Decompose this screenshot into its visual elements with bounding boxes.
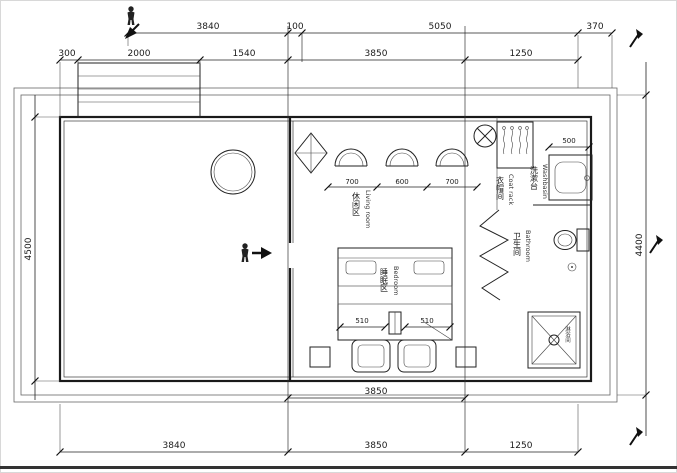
- dim-chair-700b: 700: [445, 178, 458, 186]
- label-coatrack-en: Coat rack: [507, 174, 515, 205]
- coat-rack: [496, 121, 534, 169]
- entry-steps: [77, 62, 201, 118]
- label-bedroom-en: Bedroom: [392, 266, 400, 295]
- chair: [351, 339, 391, 373]
- label-coatrack-cn: 衣帽间: [496, 175, 505, 201]
- dim-top1-5050: 5050: [429, 22, 452, 32]
- page-edge-line: [0, 466, 677, 469]
- dim-top2-1540: 1540: [233, 49, 256, 59]
- dim-right-4400: 4400: [635, 233, 645, 256]
- dim-top2-3850: 3850: [365, 49, 388, 59]
- label-bathroom-cn: 卫生间: [513, 232, 522, 257]
- dimension-row-bottom-2: 3840 3850 1250: [55, 441, 583, 457]
- section-marker-icon: [629, 426, 644, 446]
- label-washbasin-cn: 洗漱台: [530, 165, 539, 191]
- chair: [397, 339, 437, 373]
- dim-top2-1250: 1250: [510, 49, 533, 59]
- dim-chair-700a: 700: [345, 178, 358, 186]
- decor-rhombus: [294, 132, 328, 174]
- side-table: [455, 346, 477, 368]
- shower-cabin: [527, 311, 581, 369]
- dimension-row-top-1: 3840 100 5050 370: [123, 22, 617, 38]
- dimension-row-bottom-1: 3850: [283, 387, 470, 403]
- dim-top1-100: 100: [286, 22, 303, 32]
- washbasin: [548, 154, 593, 201]
- dim-bottom2-3850: 3850: [365, 441, 388, 451]
- dimension-left: 4500: [24, 95, 40, 400]
- dim-chair-600: 600: [395, 178, 408, 186]
- dim-top1-3840: 3840: [197, 22, 220, 32]
- site-boundary: [13, 87, 618, 403]
- axis-lines: [287, 26, 466, 452]
- extension-lines: [35, 35, 646, 452]
- label-washbasin-en: Washbasin: [541, 164, 549, 199]
- dim-left-4500: 4500: [24, 237, 34, 260]
- label-living-cn: 休闲区: [352, 191, 361, 216]
- dimension-chairs: 700 600 700: [323, 178, 482, 192]
- section-marker-icon: [629, 28, 644, 48]
- entry-arrow-icon: [252, 247, 272, 259]
- armchair: [334, 148, 368, 167]
- section-marker-icon: [649, 234, 664, 254]
- dim-bed-510a: 510: [355, 317, 368, 325]
- toilet: [553, 228, 590, 252]
- dim-washbasin-500: 500: [562, 137, 575, 145]
- dimension-row-top-2: 300 2000 1540 3850 1250: [55, 49, 583, 65]
- dim-bottom2-3840: 3840: [163, 441, 186, 451]
- dim-top2-300: 300: [58, 49, 75, 59]
- label-bedroom-cn: 睡眠区: [380, 268, 389, 292]
- zigzag-partition: [478, 209, 510, 301]
- dimension-washbasin: 500: [544, 137, 594, 152]
- dim-top1-370: 370: [586, 22, 603, 32]
- label-bathroom-en: Bathroom: [524, 230, 532, 262]
- armchair: [435, 148, 469, 167]
- dim-bed-510b: 510: [420, 317, 433, 325]
- label-living-en: Living room: [364, 190, 372, 228]
- round-table: [210, 149, 256, 195]
- dim-bottom2-1250: 1250: [510, 441, 533, 451]
- building-walls: [58, 115, 593, 383]
- dimension-right: 4400: [635, 62, 651, 436]
- fan-icon: [473, 124, 497, 148]
- dim-top2-2000: 2000: [128, 49, 151, 59]
- entry-arrow-icon: [125, 23, 140, 39]
- dim-bottom1-3850: 3850: [365, 387, 388, 397]
- armchair: [385, 148, 419, 167]
- bedside-unit: [388, 311, 402, 335]
- label-shower-cn: 淋浴间: [564, 325, 571, 344]
- person-icon: [241, 243, 249, 262]
- bed: [337, 247, 453, 341]
- dimension-bed: 510 510: [335, 317, 455, 332]
- floor-drain-icon: [567, 262, 577, 272]
- person-icon: [127, 6, 135, 26]
- side-table: [309, 346, 331, 368]
